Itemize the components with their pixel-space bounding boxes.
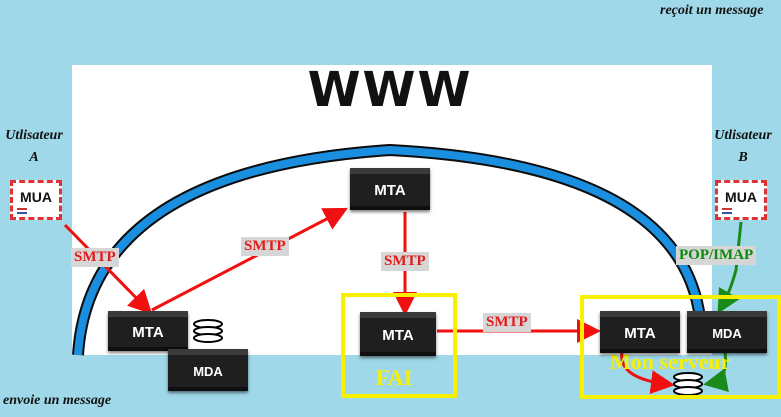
mda-server-box: MDA: [687, 311, 767, 353]
server-frame: [580, 295, 781, 399]
note-sends-message: envoie un message: [3, 393, 112, 408]
fai-label: FAI: [376, 365, 413, 390]
note-receives-message: reçoit un message: [660, 3, 764, 18]
mua-b-envelope-icon: MUA: [715, 180, 767, 220]
user-a-label: Utlisateur A: [0, 125, 74, 169]
protocol-smtp-internet: SMTP: [241, 237, 289, 256]
mta-sender-label: MTA: [132, 323, 164, 341]
mua-b-label: MUA: [725, 189, 757, 205]
fai-frame: [341, 293, 457, 398]
user-a-line1: Utlisateur: [5, 128, 63, 143]
mta-server-box: MTA: [600, 311, 680, 353]
diagram-title: WWW: [307, 62, 473, 118]
internet-panel: [72, 65, 712, 355]
arrow-mua-b-to-mda: [717, 221, 743, 314]
mta-sender-box: MTA: [108, 311, 188, 351]
server-label: Mon serveur: [610, 349, 731, 374]
mta-server-label: MTA: [624, 324, 656, 342]
mta-internet-label: MTA: [374, 181, 406, 199]
mta-internet-box: MTA: [350, 168, 430, 210]
protocol-smtp-user-a: SMTP: [71, 248, 119, 267]
mda-server-label: MDA: [712, 325, 742, 341]
user-a-line2: A: [29, 150, 39, 165]
mta-fai-label: MTA: [382, 326, 414, 344]
arrow-server-mta-to-storage: [620, 351, 675, 395]
protocol-smtp-to-fai: SMTP: [381, 252, 429, 271]
mda-sender-box: MDA: [168, 349, 248, 391]
mua-a-label: MUA: [20, 189, 52, 205]
user-b-line2: B: [738, 150, 748, 165]
mua-a-envelope-icon: MUA: [10, 180, 62, 220]
arrow-mda-to-storage: [703, 351, 729, 393]
user-b-label: Utlisateur B: [703, 125, 781, 169]
arrow-mta-to-internet-mta: [151, 207, 348, 312]
mda-sender-label: MDA: [193, 363, 223, 379]
mta-fai-box: MTA: [360, 312, 436, 356]
user-b-line1: Utlisateur: [714, 128, 772, 143]
protocol-smtp-to-server: SMTP: [483, 313, 531, 332]
protocol-pop-imap: POP/IMAP: [676, 246, 757, 265]
storage-icon-server: [673, 372, 703, 396]
storage-icon-sender: [193, 319, 223, 343]
